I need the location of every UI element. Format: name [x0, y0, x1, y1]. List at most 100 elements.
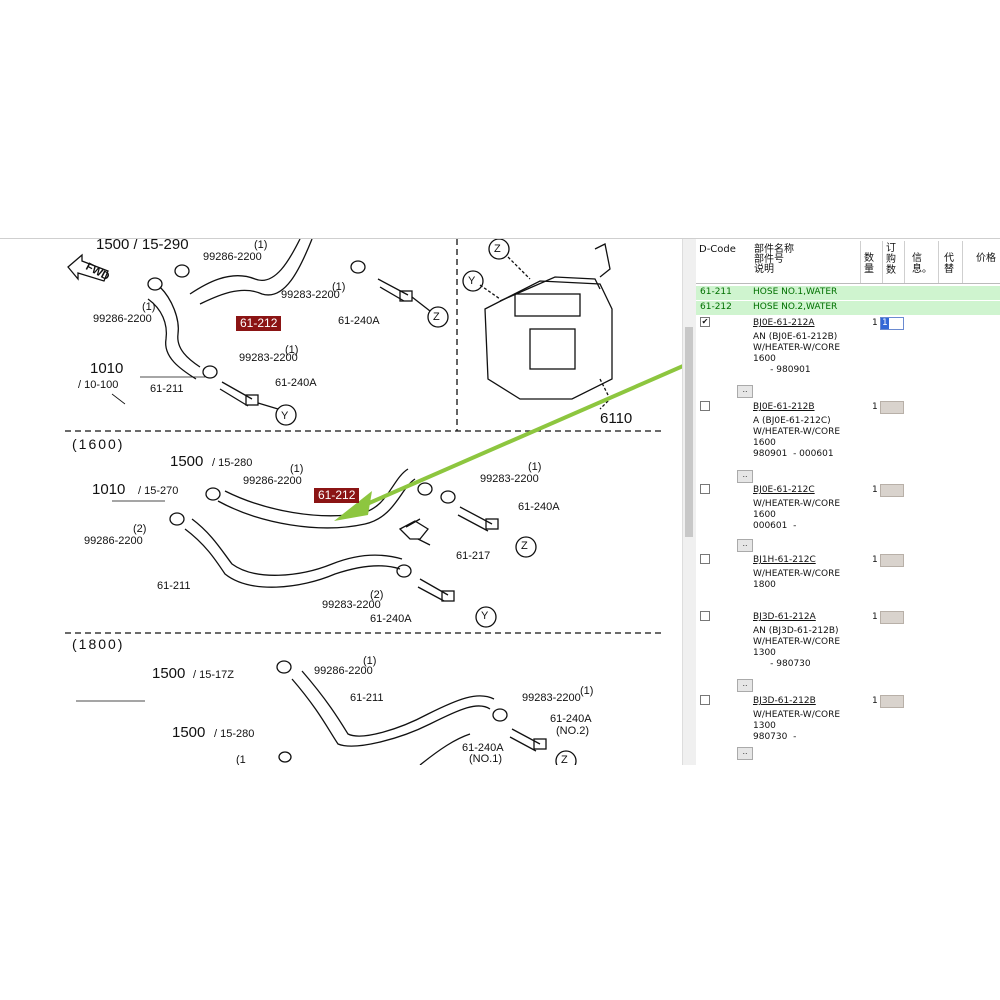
- part-note: W/HEATER-W/CORE: [753, 569, 841, 579]
- part-61-240A: 61-240A: [338, 315, 380, 327]
- part-99286-2200-1600: 99286-2200: [243, 475, 302, 487]
- part-number-link[interactable]: BJ0E-61-212B: [753, 402, 815, 412]
- more-button[interactable]: ..: [737, 679, 753, 692]
- qty-99283-a: (1): [332, 281, 346, 293]
- callout-y-label: Y: [281, 410, 289, 422]
- more-button[interactable]: ..: [737, 539, 753, 552]
- fitting-61-240A: [377, 278, 409, 302]
- part-note: W/HEATER-W/CORE: [753, 499, 841, 509]
- fitting: [509, 728, 541, 752]
- part-qty: 1: [872, 485, 878, 495]
- callout-z: [515, 536, 537, 558]
- part-note: W/HEATER-W/CORE: [753, 427, 841, 437]
- part-row[interactable]: ✔ BJ0E-61-212A 1 1 AN (BJ0E-61-212B) W/H…: [696, 317, 1000, 379]
- part-qty: 1: [872, 696, 878, 706]
- green-row-61-211[interactable]: 61-211 HOSE NO.1,WATER: [696, 286, 1000, 300]
- hose-61-211-top-b: [147, 298, 197, 380]
- header-substitute[interactable]: 代替: [944, 253, 954, 275]
- part-number-link[interactable]: BJ0E-61-212A: [753, 318, 815, 328]
- part-note: 980901 - 000601: [753, 449, 834, 459]
- diagram-drawing: [65, 239, 682, 765]
- more-button[interactable]: ..: [737, 385, 753, 398]
- part-99286-2200-2: 99286-2200: [84, 535, 143, 547]
- order-qty-input[interactable]: 1: [880, 317, 904, 330]
- part-99283-2200-2: 99283-2200: [322, 599, 381, 611]
- part-note: W/HEATER-W/CORE: [753, 637, 841, 647]
- order-qty-input[interactable]: [880, 401, 904, 414]
- qty-99286-1600: (1): [290, 463, 304, 475]
- order-qty-input[interactable]: [880, 554, 904, 567]
- part-number-link[interactable]: BJ1H-61-212C: [753, 555, 816, 565]
- clamp: [147, 277, 163, 291]
- ref-1500-1800: 1500: [152, 665, 186, 682]
- callout-z-1800: Z: [561, 754, 568, 765]
- fitting: [417, 578, 449, 602]
- part-61-240A-no1-sub: (NO.1): [469, 753, 502, 765]
- qty-partial: (1: [236, 754, 246, 765]
- part-note: - 980730: [753, 659, 811, 669]
- leader: [257, 296, 431, 410]
- part-row[interactable]: BJ3D-61-212A 1 AN (BJ3D-61-212B) W/HEATE…: [696, 611, 1000, 673]
- part-61-211-1800: 61-211: [350, 692, 384, 704]
- row-checkbox[interactable]: [700, 401, 710, 411]
- header-qty[interactable]: 数量: [864, 253, 874, 275]
- part-qty: 1: [872, 612, 878, 622]
- hose-61-212-1600: [217, 478, 416, 529]
- row-code: 61-211: [700, 287, 732, 297]
- fitting: [457, 506, 493, 532]
- part-99283-2200-1600: 99283-2200: [480, 473, 539, 485]
- more-button[interactable]: ..: [737, 470, 753, 483]
- part-number-link[interactable]: BJ3D-61-212B: [753, 696, 816, 706]
- header-description[interactable]: 说明: [754, 264, 774, 275]
- fitting-nut: [533, 738, 547, 750]
- part-note: 1600: [753, 354, 776, 364]
- row-checkbox[interactable]: ✔: [700, 317, 710, 327]
- part-row[interactable]: BJ0E-61-212B 1 A (BJ0E-61-212C) W/HEATER…: [696, 401, 1000, 463]
- part-61-211-1600: 61-211: [157, 580, 191, 592]
- part-row[interactable]: BJ0E-61-212C 1 W/HEATER-W/CORE 1600 0006…: [696, 484, 1000, 536]
- hose-61-212-top: [189, 239, 301, 295]
- heater-unit: [462, 239, 613, 410]
- callout-z: [555, 750, 577, 765]
- qty-99286-b: (1): [142, 301, 156, 313]
- order-qty-input[interactable]: [880, 484, 904, 497]
- part-number-link[interactable]: BJ0E-61-212C: [753, 485, 815, 495]
- part-note: - 980901: [753, 365, 811, 375]
- fwd-arrow: [67, 253, 109, 282]
- callout-z-1600: Z: [521, 540, 528, 552]
- order-qty-input[interactable]: [880, 695, 904, 708]
- header-part-number[interactable]: 部件号: [754, 254, 784, 265]
- row-checkbox[interactable]: [700, 611, 710, 621]
- part-61-240A-1600: 61-240A: [518, 501, 560, 513]
- header-price[interactable]: 价格: [976, 253, 996, 264]
- header-order[interactable]: 订购数: [886, 243, 896, 276]
- row-checkbox[interactable]: [700, 484, 710, 494]
- ref-61-212-1600[interactable]: 61-212: [314, 488, 360, 503]
- part-note: A (BJ0E-61-212C): [753, 416, 831, 426]
- order-qty-input[interactable]: [880, 611, 904, 624]
- hose-61-211-1600-b: [191, 518, 403, 576]
- part-row[interactable]: BJ1H-61-212C 1 W/HEATER-W/CORE 1800: [696, 554, 1000, 590]
- header-part-name[interactable]: 部件名称: [754, 244, 794, 255]
- more-button[interactable]: ..: [737, 747, 753, 760]
- qty-99286-1800: (1): [363, 655, 377, 667]
- parts-table-header: D-Code 部件名称 部件号 说明 数量 订购数 信息。 代替 价格: [696, 241, 1000, 284]
- row-checkbox[interactable]: [700, 695, 710, 705]
- fitting-nut: [485, 518, 499, 530]
- ref-61-212-top[interactable]: 61-212: [236, 316, 282, 331]
- row-checkbox[interactable]: [700, 554, 710, 564]
- header-info[interactable]: 信息。: [912, 253, 932, 275]
- part-row[interactable]: BJ3D-61-212B 1 W/HEATER-W/CORE 1300 9807…: [696, 695, 1000, 747]
- part-qty: 1: [872, 402, 878, 412]
- part-number-link[interactable]: BJ3D-61-212A: [753, 612, 816, 622]
- green-pointer-arrow: [334, 364, 682, 521]
- header-dcode[interactable]: D-Code: [699, 244, 736, 255]
- ref-6110: 6110: [600, 410, 633, 427]
- clamp: [417, 482, 433, 496]
- scrollbar-thumb[interactable]: [685, 327, 693, 537]
- green-row-61-212[interactable]: 61-212 HOSE NO.2,WATER: [696, 301, 1000, 315]
- part-note: 980730 -: [753, 732, 797, 742]
- vertical-scrollbar[interactable]: [682, 239, 696, 765]
- part-qty: 1: [872, 318, 878, 328]
- part-99283-2200-1800: 99283-2200: [522, 692, 581, 704]
